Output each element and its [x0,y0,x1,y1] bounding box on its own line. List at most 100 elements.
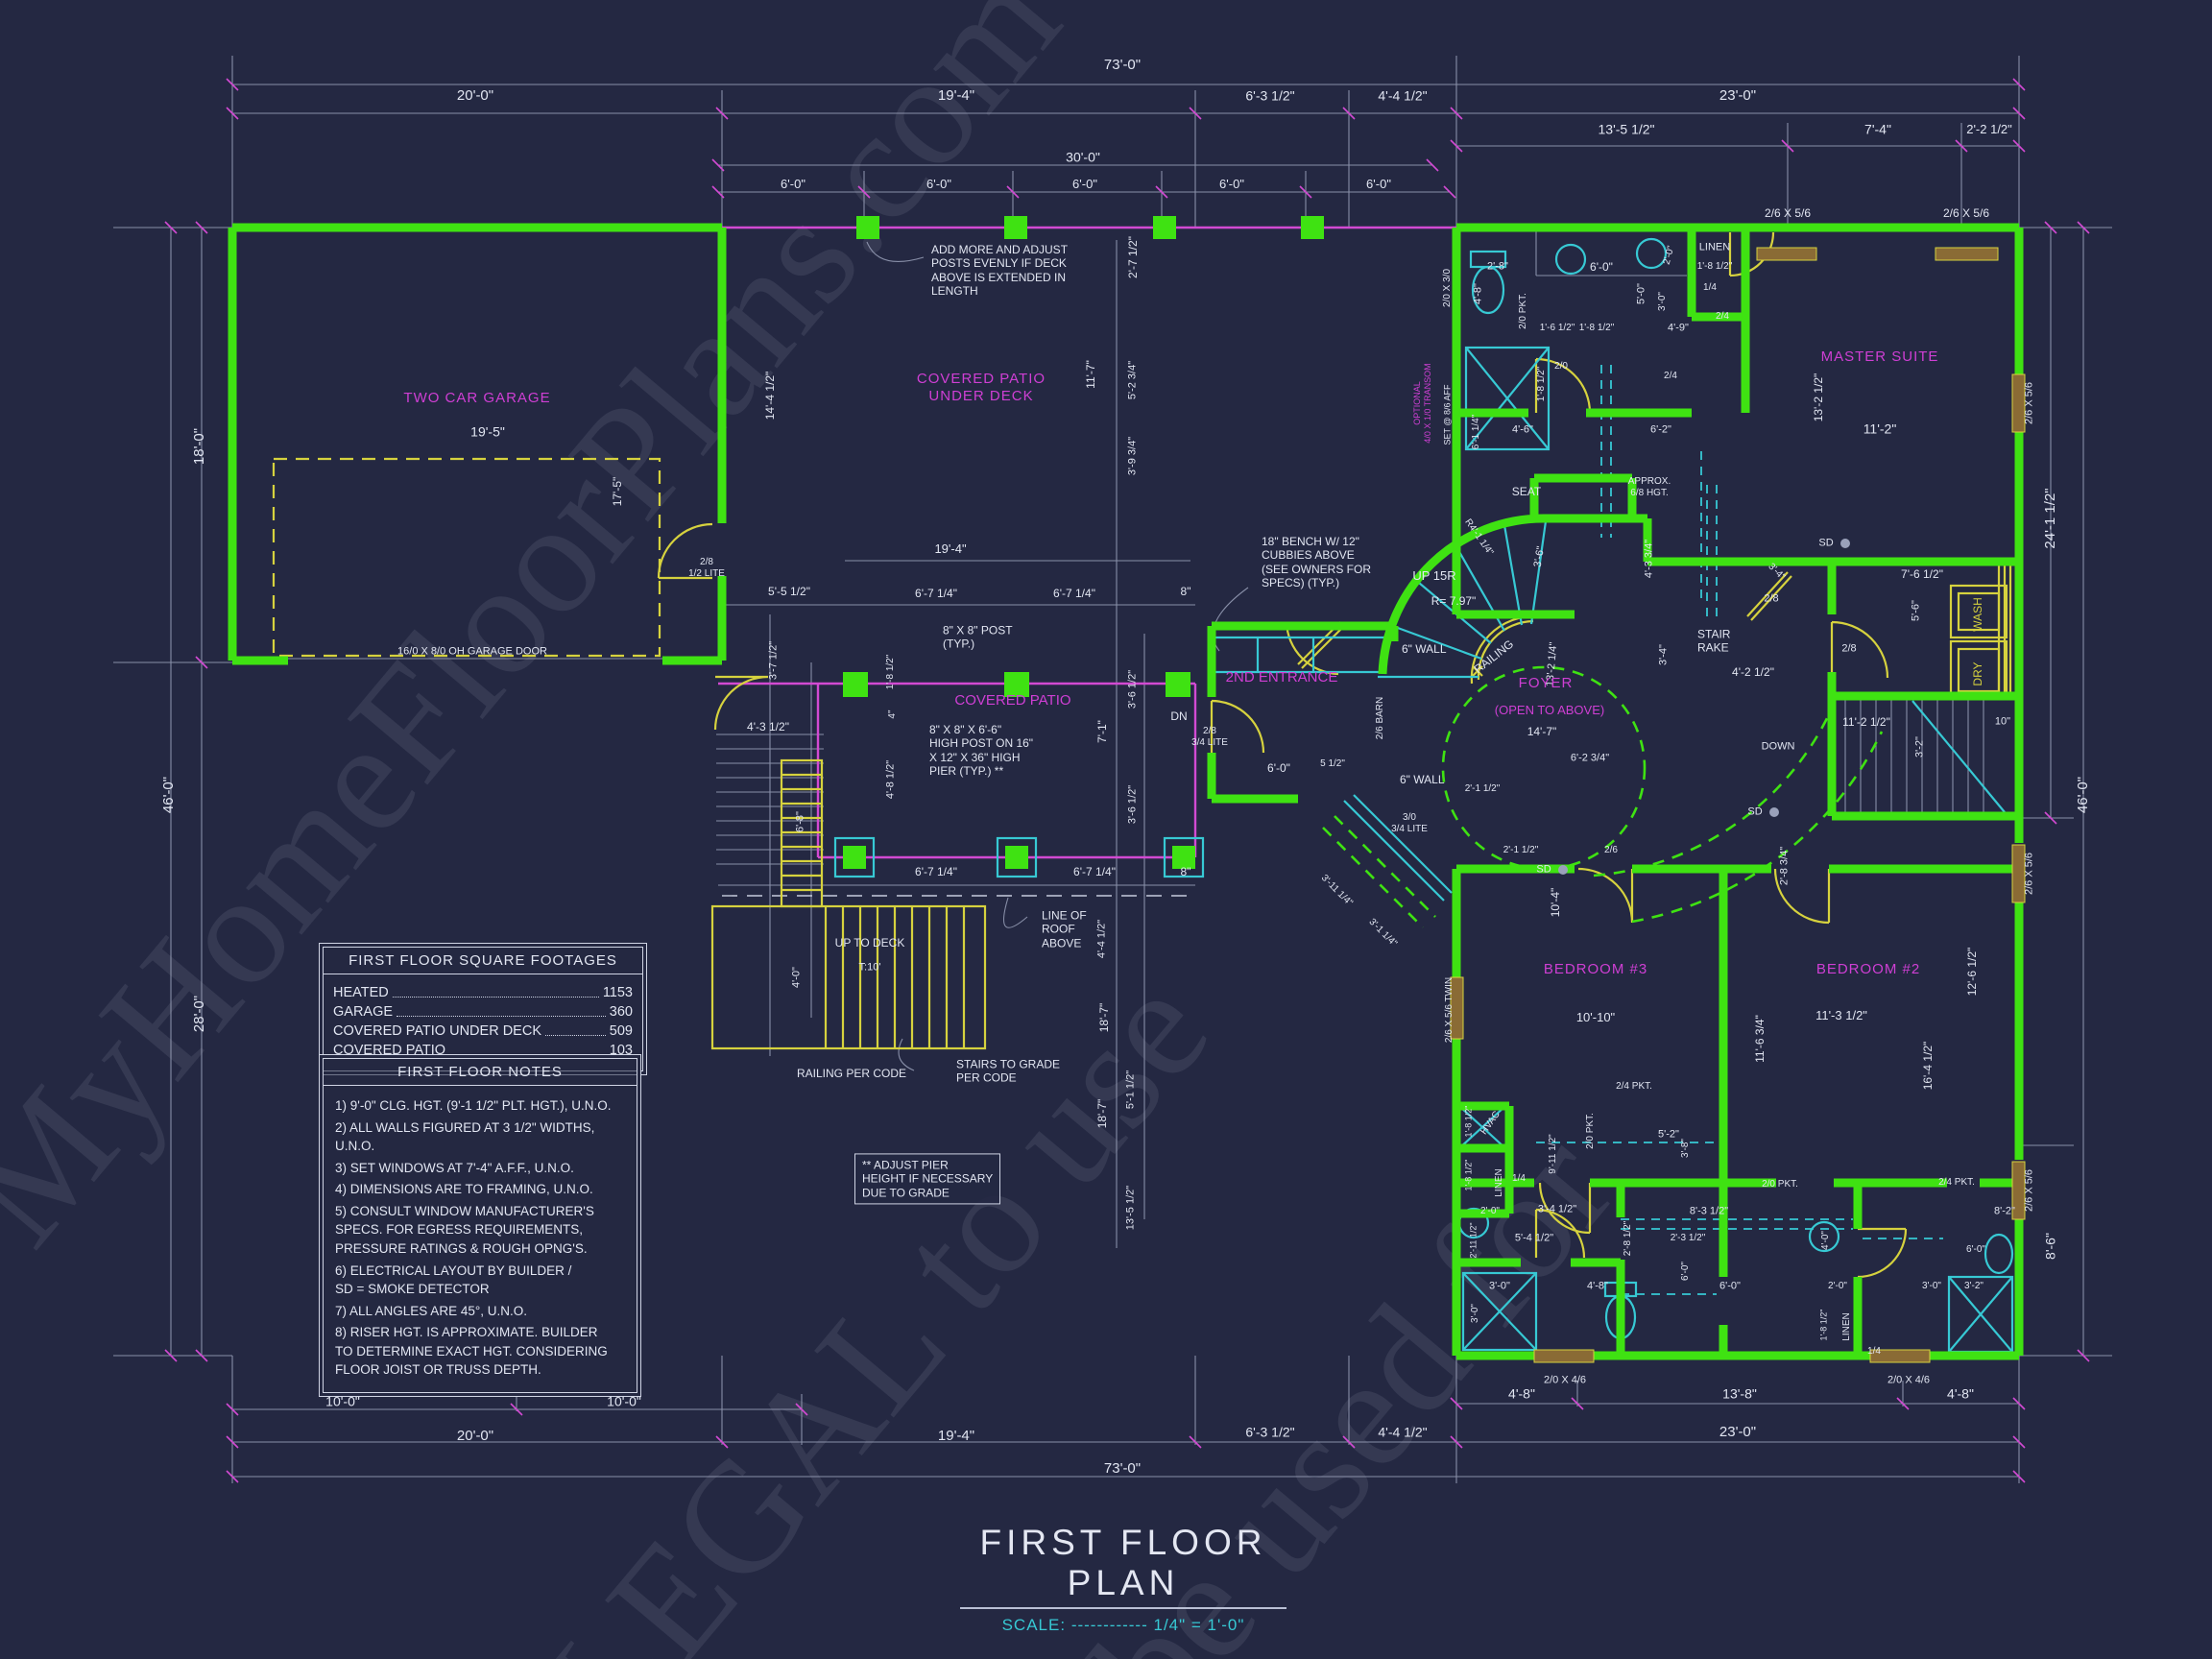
plan-label: 3'-4" [1766,561,1788,583]
plan-label: 11'-2" [1863,421,1897,437]
plan-label: 10'-4" [1548,887,1562,918]
plan-label: T:10' [858,961,881,974]
plan-label: 6'-0" [1072,177,1097,192]
plan-label: 2'-8 3/4" [1778,846,1791,886]
plan-label: 7'-4" [1864,121,1891,137]
plan-label: 2/6 X 5/6 [1942,205,1990,220]
first-floor-notes-table: FIRST FLOOR NOTES 1) 9'-0" CLG. HGT. (9'… [323,1058,637,1393]
plan-label: 1/4 [1703,282,1717,293]
plan-label: 16'-4 1/2" [1920,1041,1935,1091]
plan-label: 5'-1 1/2" [1124,1070,1137,1110]
plan-label: 3'-4 1/2" [1537,1203,1577,1215]
plan-label: 4'-0" [790,967,803,988]
plan-label: 1'-8 1/2" [1536,366,1547,402]
plan-label: STAIRS TO GRADE PER CODE [956,1057,1061,1085]
room-label-bedroom-3: BEDROOM #3 [1543,961,1648,977]
plan-label: 4'-8" [1947,1385,1974,1402]
plan-label: 4" [887,709,898,719]
plan-label: 3'-8" [1680,1139,1691,1158]
room-label-covered-patio-under-deck: COVERED PATIO UNDER DECK [916,371,1046,404]
plan-label: 2/0 X 4/6 [1887,1374,1931,1386]
plan-label: 13'-8" [1722,1385,1757,1402]
plan-label: 13'-5 1/2" [1124,1185,1137,1231]
plan-label: 4'-4 1/2" [1095,919,1108,959]
plan-label: 2'-0" [1828,1281,1847,1291]
plan-label: UP 15R [1412,568,1456,584]
plan-label: 4'-9" [1668,322,1689,334]
room-label-foyer: FOYER [1518,675,1574,691]
plan-label: 8" X 8" POST (TYP.) [943,623,1013,651]
plan-label: 2/0 PKT. [1518,293,1528,329]
scale-label: SCALE: [1001,1616,1067,1634]
room-label-bedroom-2: BEDROOM #2 [1815,961,1921,977]
plan-label: 2/4 [1716,311,1729,322]
plan-label: 4'-2 1/2" [1732,664,1774,679]
page-title: FIRST FLOOR PLAN [960,1523,1286,1609]
plan-label: 3'-11 1/4" [1318,873,1355,909]
plan-label: 6'-7 1/4" [915,864,957,878]
room-label-garage: TWO CAR GARAGE [403,390,551,406]
plan-label: 18" BENCH W/ 12" CUBBIES ABOVE (SEE OWNE… [1262,535,1372,590]
plan-label: 6'-0" [1219,177,1244,192]
plan-label: 4'-3 3/4" [1643,539,1655,579]
plan-label: 5'-2 3/4" [1126,360,1139,400]
plan-label: 3'-0" [1489,1280,1510,1292]
plan-label: 6" WALL [1400,772,1445,786]
deck-posts [833,216,1324,878]
plan-label: 1'-8 1/2" [1463,1105,1474,1138]
plan-label: 8" [1180,864,1191,878]
note-item: 2) ALL WALLS FIGURED AT 3 1/2" WIDTHS, U… [335,1119,595,1154]
plan-label: 6'-0" [1366,177,1391,192]
plan-label: 2/8 3/4 LITE [1191,726,1228,748]
plan-label: 4'-0" [1820,1231,1831,1250]
dashed-green [1322,665,1884,928]
plan-label: 3'-9 3/4" [1126,436,1139,476]
smoke-detectors [1558,539,1850,875]
plan-label: 7'-6 1/2" [1901,566,1943,581]
plan-label: 19'-4" [937,1428,975,1444]
plan-label: 2/6 X 5/6 [1764,205,1812,220]
plan-label: 13'-2 1/2" [1811,373,1825,422]
plan-label: 2/6 [1604,845,1618,855]
plan-label: 8" X 8" X 6'-6" HIGH POST ON 16" X 12" X… [929,723,1034,779]
plan-label: 3/0 3/4 LITE [1391,812,1428,834]
plan-label: ** ADJUST PIER HEIGHT IF NECESSARY DUE T… [854,1153,1001,1205]
plan-label: SD [1818,537,1834,549]
fixtures [1214,237,2014,1354]
notes-list: 1) 9'-0" CLG. HGT. (9'-1 1/2" PLT. HGT.)… [324,1086,637,1392]
closet-rods [1536,365,1943,1295]
plan-label: 11'-7" [1083,360,1097,389]
plan-label: 6'-7 1/4" [1053,586,1095,600]
plan-label: 10'-10" [1575,1010,1616,1025]
plan-label: 19'-4" [934,541,967,557]
plan-label: APPROX. 6/8 HGT. [1627,476,1671,498]
plan-label: ADD MORE AND ADJUST POSTS EVENLY IF DECK… [931,243,1069,299]
plan-label: 14'-7" [1527,724,1557,738]
plan-label: 28'-0" [191,995,207,1033]
plan-label: 2'-7 1/2" [1125,236,1140,278]
room-label-master-suite: MASTER SUITE [1820,349,1939,365]
plan-label: 3'-2" [1964,1281,1984,1291]
plan-label: HVAC [1479,1109,1503,1137]
plan-label: DN [1170,709,1188,723]
plan-label: 11'-6 3/4" [1752,1015,1767,1063]
plan-label: 19'-4" [937,87,975,104]
plan-label: 2'-0" [1480,1206,1500,1216]
plan-label: SEAT [1511,484,1542,498]
plan-label: 6'-0" [781,177,805,192]
plan-label: 3'-7 1/2" [767,640,780,681]
plan-label: 3'-2" [1913,736,1926,757]
plan-label: 10'-0" [325,1393,360,1409]
plan-label: 3'-6" [1531,545,1548,568]
plan-label: 1'-8 1/2" [1696,261,1733,272]
plan-label: 5'-2" [1658,1128,1679,1141]
stairs-and-doors [272,231,2012,1279]
plan-label: 6'-7 1/4" [915,586,957,600]
plan-label: 2'-11 1/2" [1468,1222,1479,1259]
plan-label: 13'-5 1/2" [1598,121,1655,137]
plan-label: 24'-1 1/2" [2042,488,2058,549]
